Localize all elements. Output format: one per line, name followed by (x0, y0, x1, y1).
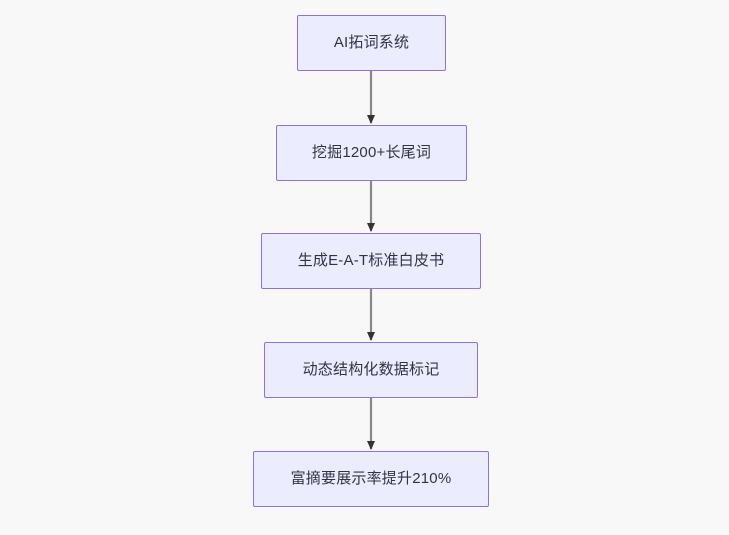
flowchart-node-longtail-keywords[interactable]: 挖掘1200+长尾词 (276, 125, 467, 181)
flowchart-node-structured-data-markup[interactable]: 动态结构化数据标记 (264, 342, 478, 398)
flowchart-node-label: 生成E-A-T标准白皮书 (297, 252, 445, 269)
flowchart-node-eat-whitepaper[interactable]: 生成E-A-T标准白皮书 (261, 233, 481, 289)
flowchart-node-rich-snippet-result[interactable]: 富摘要展示率提升210% (253, 451, 489, 507)
flowchart-node-ai-keyword-system[interactable]: AI拓词系统 (297, 15, 446, 71)
flowchart-node-label: 挖掘1200+长尾词 (311, 144, 432, 161)
flowchart-node-label: AI拓词系统 (333, 34, 410, 51)
flowchart-node-label: 动态结构化数据标记 (302, 361, 440, 378)
flowchart-node-label: 富摘要展示率提升210% (290, 470, 452, 487)
